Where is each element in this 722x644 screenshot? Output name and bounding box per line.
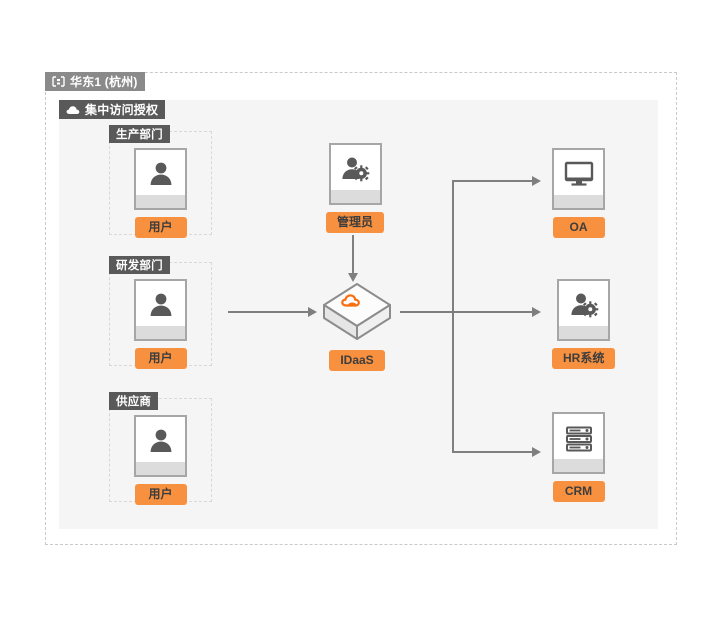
node-caption: 用户 [134,484,187,505]
user-gear-icon [571,293,598,317]
node-idaas[interactable]: IDaaS [321,281,393,371]
node-caption: 用户 [134,217,187,238]
user-icon [150,293,171,316]
region-bracket-icon [52,76,65,87]
group-label-supplier: 供应商 [109,392,159,410]
user-card [134,415,187,477]
server-stack-icon [565,426,592,451]
connector-trunk-crm [452,451,536,453]
connector-trunk-vertical [452,180,454,453]
node-hr[interactable]: HR系统 [552,279,616,369]
region-label: 华东1 (杭州) [45,72,145,91]
panel-label-text: 集中访问授权 [85,103,159,117]
hr-card [557,279,611,341]
card-base [136,462,185,475]
connector-admin-idaas-arrowhead [348,273,358,282]
connector-users-idaas [228,311,310,313]
node-admin[interactable]: 管理员 [326,143,385,233]
idaas-cube [321,281,393,343]
node-user-production[interactable]: 用户 [134,148,187,238]
crm-card [552,412,605,474]
user-icon [150,429,171,452]
node-caption: 用户 [134,348,187,369]
user-card [134,279,187,341]
card-base [136,326,185,339]
node-user-rnd[interactable]: 用户 [134,279,187,369]
user-icon [150,162,171,185]
group-label-rnd: 研发部门 [109,256,170,274]
connector-trunk-oa [452,180,536,182]
card-base [330,190,380,203]
connector-trunk-oa-arrowhead [532,176,541,186]
node-caption: OA [552,217,605,238]
user-gear-icon [342,157,370,181]
connector-idaas-trunk [400,311,454,313]
user-card [134,148,187,210]
node-user-supplier[interactable]: 用户 [134,415,187,505]
node-caption: CRM [552,481,605,502]
node-caption: HR系统 [552,348,616,369]
connector-trunk-crm-arrowhead [532,447,541,457]
card-base [136,195,185,208]
group-label-supplier-text: 供应商 [116,396,152,408]
connector-trunk-hr [452,311,536,313]
group-label-rnd-text: 研发部门 [116,260,163,272]
region-boundary [45,72,677,545]
card-base [559,326,609,339]
card-base [554,195,603,208]
group-label-production-text: 生产部门 [116,129,163,141]
group-label-production: 生产部门 [109,125,170,143]
panel-label: 集中访问授权 [59,100,166,119]
connector-users-idaas-arrowhead [308,307,317,317]
connector-admin-idaas [352,235,354,275]
card-base [554,459,603,472]
node-caption: 管理员 [326,212,385,233]
oa-card [552,148,605,210]
node-crm[interactable]: CRM [552,412,605,502]
monitor-icon [564,161,593,186]
connector-trunk-hr-arrowhead [532,307,541,317]
region-label-text: 华东1 (杭州) [70,75,138,89]
node-oa[interactable]: OA [552,148,605,238]
cloud-icon [66,105,80,115]
admin-card [328,143,382,205]
cloud-cube-icon [323,283,391,340]
node-caption: IDaaS [329,350,385,371]
